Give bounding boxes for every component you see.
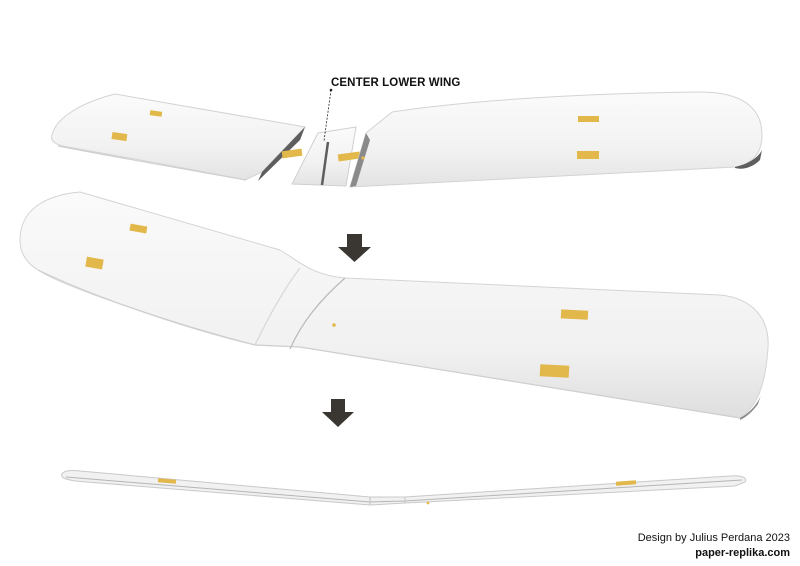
step-3-wing-front-view (61, 469, 747, 506)
glue-tab (615, 480, 637, 486)
center-lower-wing-piece (281, 126, 361, 187)
glue-tab (157, 478, 177, 484)
right-outer-wing-panel (349, 91, 763, 188)
step-2-assembled-wing (19, 191, 769, 420)
glue-tab (539, 364, 570, 378)
glue-tab (337, 151, 361, 162)
glue-tab (578, 116, 599, 122)
glue-tab (149, 110, 163, 117)
glue-tab (560, 309, 589, 320)
glue-tab (111, 132, 128, 142)
down-arrow-icon (322, 399, 354, 427)
website-credit: paper-replika.com (695, 547, 790, 559)
glue-tab (281, 148, 303, 159)
left-outer-wing-panel (51, 93, 307, 181)
glue-tab (577, 151, 599, 159)
down-arrow-icon (338, 234, 371, 262)
center-lower-wing-label: CENTER LOWER WING (331, 77, 461, 89)
glue-tab (85, 256, 104, 270)
callout-leader (323, 88, 333, 142)
glue-tab (129, 223, 148, 234)
designer-credit: Design by Julius Perdana 2023 (637, 532, 790, 544)
step-1-exploded-wing (51, 88, 763, 188)
